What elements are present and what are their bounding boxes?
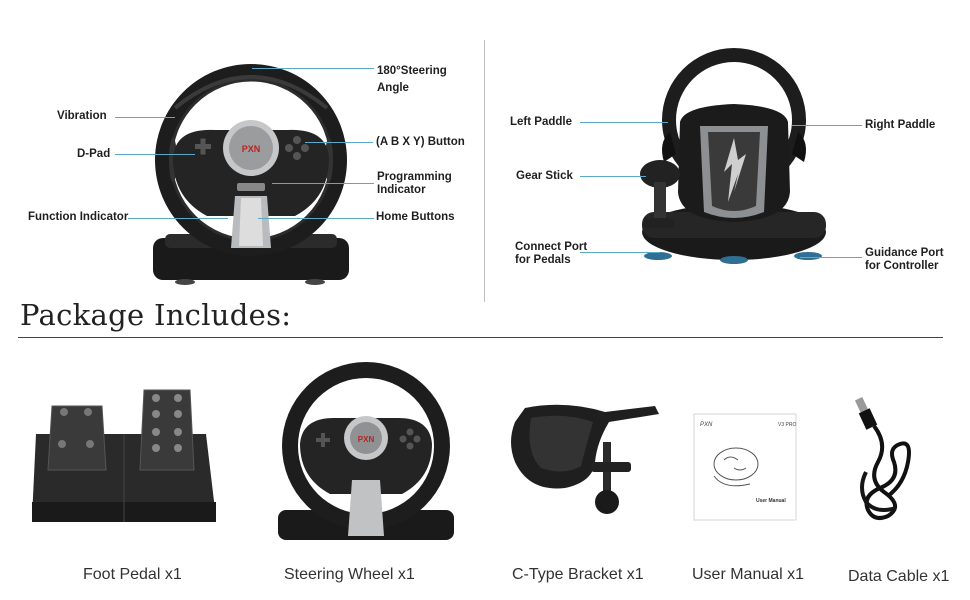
c-bracket-image — [511, 404, 659, 514]
label-function-indicator: Function Indicator — [28, 211, 129, 223]
caption-foot-pedal: Foot Pedal x1 — [83, 566, 182, 583]
package-title: Package Includes: — [20, 298, 292, 332]
callout-line-abxy — [305, 142, 373, 143]
back-wheel-image — [640, 48, 826, 264]
caption-c-bracket: C-Type Bracket x1 — [512, 566, 644, 583]
callout-line-programming — [272, 183, 374, 184]
caption-data-cable: Data Cable x1 — [848, 568, 950, 585]
caption-steering-wheel: Steering Wheel x1 — [284, 566, 415, 583]
user-manual-image: PXN V3 PRO User Manual — [693, 413, 797, 521]
steering-wheel-image: PXN — [278, 362, 454, 540]
manual-title: User Manual — [756, 498, 786, 504]
section-divider — [484, 40, 485, 302]
callout-line-home — [258, 218, 374, 219]
data-cable-image — [854, 397, 911, 520]
callout-line-right-paddle — [792, 125, 862, 126]
svg-text:PXN: PXN — [358, 435, 375, 444]
callout-line-gear-stick — [580, 176, 646, 177]
label-programming: Programming Indicator — [377, 171, 452, 196]
label-home-buttons: Home Buttons — [376, 211, 455, 223]
label-connect-port: Connect Port for Pedals — [515, 241, 588, 266]
callout-line-vibration — [115, 117, 175, 118]
label-right-paddle: Right Paddle — [865, 119, 936, 131]
label-dpad: D-Pad — [77, 148, 111, 160]
label-guidance-port: Guidance Port for Controller — [865, 247, 944, 272]
front-wheel-image: PXN — [153, 64, 349, 285]
label-vibration: Vibration — [57, 110, 107, 122]
caption-user-manual: User Manual x1 — [692, 566, 805, 583]
foot-pedal-image — [32, 389, 216, 522]
svg-text:PXN: PXN — [242, 144, 261, 154]
package-divider — [18, 337, 943, 338]
callout-line-connect-port — [580, 252, 660, 253]
label-left-paddle: Left Paddle — [510, 116, 572, 128]
callout-line-guidance-port — [800, 257, 862, 258]
manual-model: V3 PRO — [778, 422, 796, 428]
callout-line-steering-angle — [252, 68, 374, 69]
label-steering-angle: 180°Steering Angle — [377, 65, 447, 94]
label-abxy: (A B X Y) Button — [376, 136, 465, 148]
callout-line-dpad — [115, 154, 195, 155]
callout-line-left-paddle — [580, 122, 668, 123]
label-gear-stick: Gear Stick — [516, 170, 573, 182]
callout-line-function — [128, 218, 228, 219]
manual-brand: PXN — [700, 422, 713, 428]
